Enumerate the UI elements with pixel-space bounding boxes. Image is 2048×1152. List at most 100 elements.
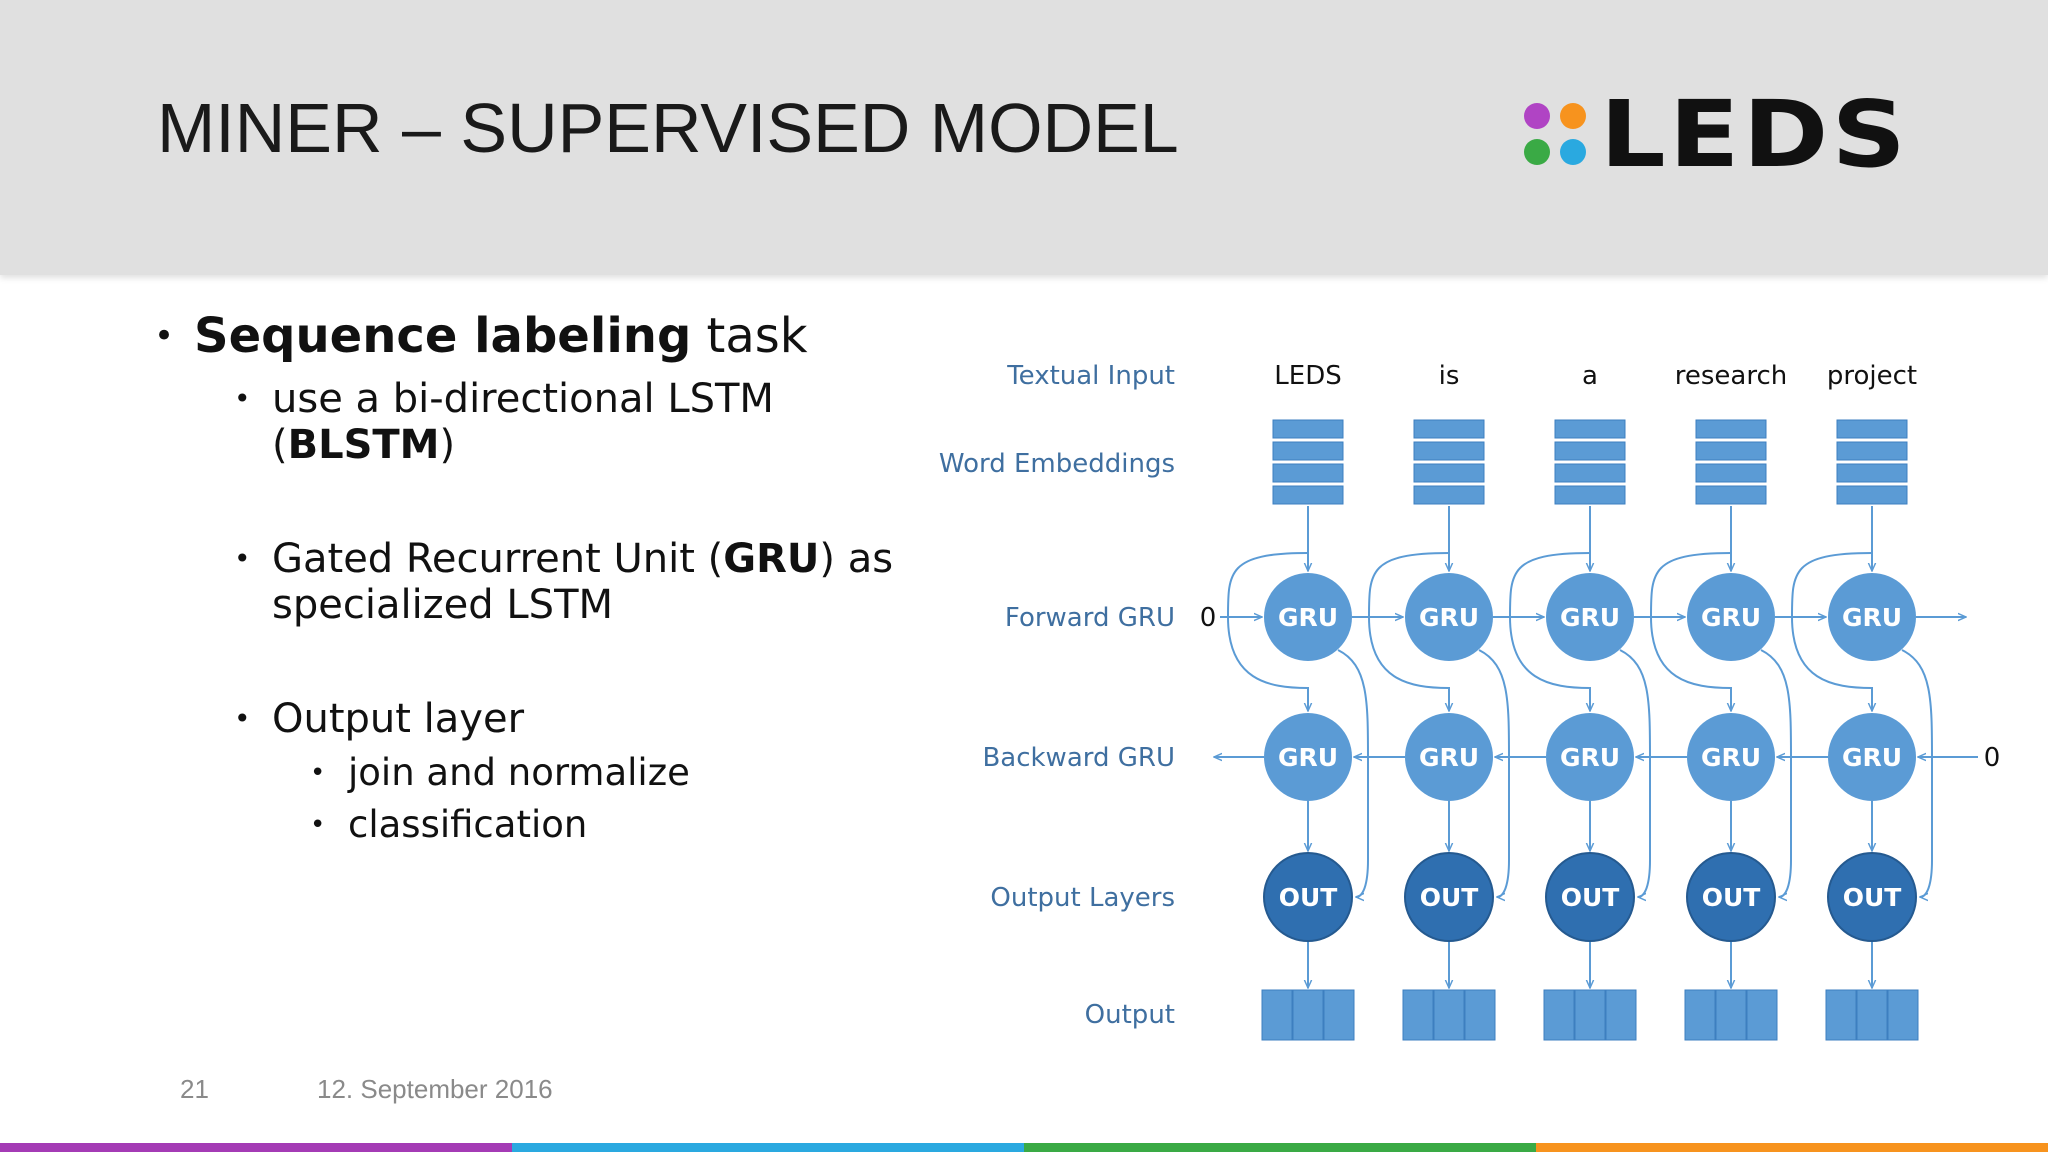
embedding-cell	[1695, 441, 1767, 461]
gru-label: GRU	[1560, 743, 1620, 772]
output-cell	[1856, 989, 1888, 1041]
row-label: Textual Input	[1006, 361, 1175, 391]
embedding-cell	[1413, 419, 1485, 439]
embedding-cell	[1836, 463, 1908, 483]
backward-init-value: 0	[1984, 743, 2001, 773]
logo-dot-blue	[1560, 139, 1586, 165]
slide-title: MINER – SUPERVISED MODEL	[157, 89, 1179, 167]
embedding-cell	[1836, 485, 1908, 505]
forward-gru-node	[1828, 573, 1916, 661]
slide-header: MINER – SUPERVISED MODEL LEDS	[0, 0, 2048, 275]
output-cell	[1574, 989, 1606, 1041]
forward-to-output-arrow	[1760, 649, 1792, 897]
gru-label: GRU	[1842, 603, 1902, 632]
footer-bar-green	[1024, 1143, 1536, 1152]
out-label: OUT	[1420, 883, 1479, 912]
bullet-text: Gated Recurrent Unit (	[272, 536, 724, 582]
output-node	[1404, 852, 1494, 942]
output-node	[1263, 852, 1353, 942]
bullet-dot: •	[234, 542, 251, 575]
bullet-dot: •	[310, 758, 326, 788]
row-label: Output Layers	[990, 883, 1175, 913]
bullet-line: specialized LSTM	[272, 582, 614, 628]
embedding-to-backward-arrow	[1367, 552, 1449, 711]
gru-label: GRU	[1419, 603, 1479, 632]
gru-label: GRU	[1701, 743, 1761, 772]
output-cell	[1715, 989, 1747, 1041]
output-cell	[1605, 989, 1637, 1041]
embedding-cell	[1413, 463, 1485, 483]
word-label: project	[1827, 361, 1917, 391]
footer-bar-purple	[0, 1143, 512, 1152]
logo-dot-purple	[1524, 103, 1550, 129]
output-cell	[1261, 989, 1293, 1041]
embedding-cell	[1836, 441, 1908, 461]
bullet-text: (	[272, 422, 288, 468]
backward-gru-node	[1828, 713, 1916, 801]
row-label: Backward GRU	[982, 743, 1175, 773]
forward-gru-node	[1687, 573, 1775, 661]
forward-gru-node	[1405, 573, 1493, 661]
gru-label: GRU	[1842, 743, 1902, 772]
leds-logo: LEDS	[1520, 81, 1920, 188]
bullet-line: join and normalize	[348, 751, 690, 794]
forward-to-output-arrow	[1337, 649, 1369, 897]
forward-init-value: 0	[1200, 603, 1217, 633]
gru-label: GRU	[1278, 603, 1338, 632]
output-cell	[1323, 989, 1355, 1041]
gru-label: GRU	[1560, 603, 1620, 632]
footer-bar-blue	[512, 1143, 1024, 1152]
bullet-dot: •	[234, 382, 251, 415]
embedding-cell	[1695, 463, 1767, 483]
page-number: 21	[180, 1074, 209, 1104]
output-cell	[1684, 989, 1716, 1041]
gru-label: GRU	[1701, 603, 1761, 632]
forward-to-output-arrow	[1619, 649, 1651, 897]
embedding-cell	[1695, 419, 1767, 439]
backward-gru-node	[1546, 713, 1634, 801]
output-cell	[1746, 989, 1778, 1041]
output-node	[1686, 852, 1776, 942]
embedding-cell	[1695, 485, 1767, 505]
embedding-to-backward-arrow	[1790, 552, 1872, 711]
bullet-line: use a bi-directional LSTM	[272, 376, 774, 422]
bullet-line: classification	[348, 803, 588, 846]
embedding-cell	[1272, 463, 1344, 483]
out-label: OUT	[1279, 883, 1338, 912]
bullet-dot: •	[154, 316, 175, 356]
output-cell	[1464, 989, 1496, 1041]
bullet-text: ) as	[819, 536, 894, 582]
backward-gru-node	[1687, 713, 1775, 801]
embedding-cell	[1272, 419, 1344, 439]
word-label: research	[1675, 361, 1787, 391]
embedding-cell	[1413, 485, 1485, 505]
row-label: Forward GRU	[1005, 603, 1175, 633]
output-cell	[1825, 989, 1857, 1041]
gru-label: GRU	[1419, 743, 1479, 772]
bullet-bold-text: BLSTM	[287, 422, 440, 468]
logo-dot-orange	[1560, 103, 1586, 129]
embedding-to-backward-arrow	[1226, 552, 1308, 711]
forward-gru-node	[1264, 573, 1352, 661]
footer-bar-orange	[1536, 1143, 2048, 1152]
out-label: OUT	[1561, 883, 1620, 912]
output-cell	[1433, 989, 1465, 1041]
bullet-bold-text: Sequence labeling	[194, 308, 692, 364]
bullet-dot: •	[234, 702, 251, 735]
backward-gru-node	[1405, 713, 1493, 801]
output-cell	[1887, 989, 1919, 1041]
bullet-bold-text: GRU	[723, 536, 820, 582]
output-cell	[1402, 989, 1434, 1041]
word-label: is	[1439, 361, 1460, 391]
output-node	[1545, 852, 1635, 942]
output-cell	[1292, 989, 1324, 1041]
slide-date: 12. September 2016	[317, 1074, 553, 1104]
word-label: a	[1582, 361, 1598, 391]
forward-to-output-arrow	[1901, 649, 1933, 897]
embedding-cell	[1272, 485, 1344, 505]
bullet-text: task	[691, 308, 808, 364]
bullet-line: Output layer	[272, 696, 525, 742]
bullet-text: )	[439, 422, 456, 468]
logo-text: LEDS	[1600, 81, 1910, 188]
row-label: Output	[1085, 1000, 1175, 1030]
